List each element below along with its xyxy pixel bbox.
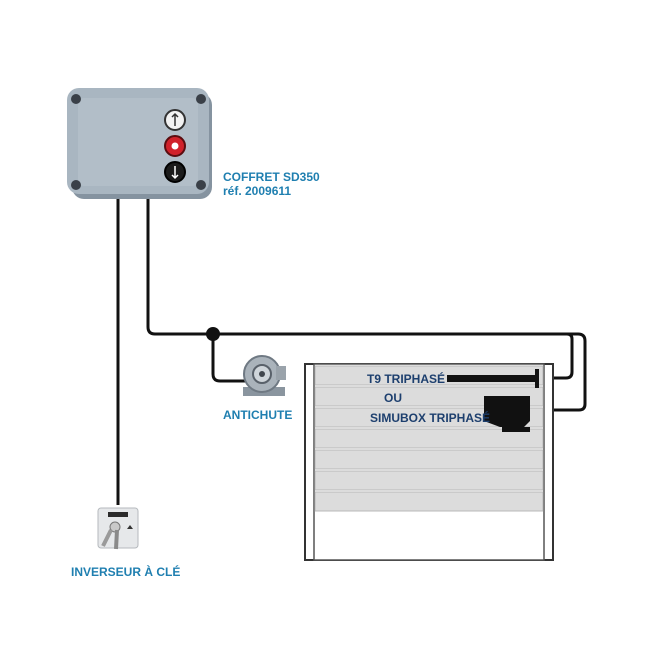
antichute-label: ANTICHUTE xyxy=(223,408,293,422)
wire-to-antichute xyxy=(211,334,246,383)
motor-option-simubox: SIMUBOX TRIPHASÉ xyxy=(370,411,491,425)
control-box-icon xyxy=(67,88,212,199)
tube-motor-icon xyxy=(447,369,539,388)
motor-option-t9: T9 TRIPHASÉ xyxy=(367,372,446,386)
box-motor-icon xyxy=(484,396,530,432)
junction-dot xyxy=(206,327,220,341)
motor-option-separator: OU xyxy=(384,391,402,405)
wire-to-simubox xyxy=(213,332,587,412)
brake-icon xyxy=(243,355,286,396)
coffret-reference: réf. 2009611 xyxy=(223,184,292,198)
wires xyxy=(116,198,587,505)
coffret-title: COFFRET SD350 xyxy=(223,170,320,184)
key-switch-icon xyxy=(97,507,139,550)
key-switch-label: INVERSEUR À CLÉ xyxy=(71,565,181,579)
shutter-slats xyxy=(314,365,544,512)
roller-shutter xyxy=(304,363,554,561)
